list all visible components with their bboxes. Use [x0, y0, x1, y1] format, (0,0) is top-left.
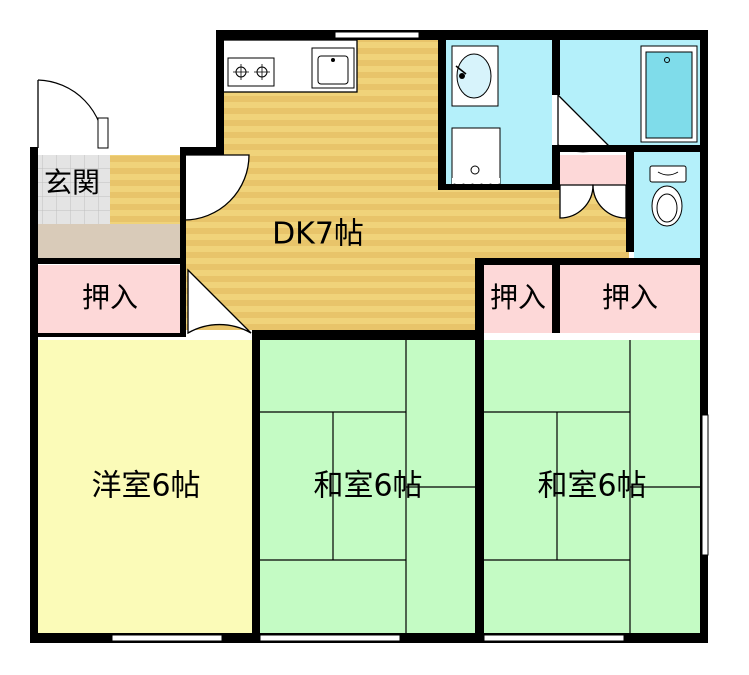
- label-youshitsu: 洋室6帖: [91, 469, 200, 504]
- oshiire-left-floor: [38, 265, 180, 333]
- label-washitsu-1: 和室6帖: [313, 469, 422, 504]
- genkan-floor: [38, 155, 110, 225]
- dk-door-top: [183, 154, 250, 221]
- closet-floor: [560, 155, 626, 185]
- bathtub-icon: [640, 45, 698, 143]
- label-genkan: 玄関: [44, 166, 100, 199]
- windows: [30, 31, 709, 643]
- entry-door: [37, 79, 109, 149]
- label-dk: DK7帖: [272, 217, 364, 252]
- closet-doors: [559, 184, 627, 219]
- label-oshiire-right: 押入: [602, 281, 658, 314]
- dk-door-bottom: [187, 268, 252, 335]
- washing-machine-space: [451, 127, 501, 185]
- kitchen-counter: [222, 39, 358, 93]
- youshitsu-floor: [38, 340, 252, 633]
- label-washitsu-2: 和室6帖: [537, 469, 646, 504]
- washbasin-icon: [451, 45, 499, 107]
- entry-step: [38, 224, 184, 258]
- genkan-hall-floor: [108, 155, 186, 225]
- toilet-icon: [649, 165, 687, 227]
- oshiire-mid-floor: [482, 265, 552, 333]
- label-oshiire-left: 押入: [82, 281, 138, 314]
- tatami-lines-2: [484, 340, 700, 633]
- tatami-lines-1: [260, 340, 475, 633]
- stove-icon: [227, 57, 275, 87]
- sink-icon: [311, 47, 355, 89]
- label-oshiire-mid: 押入: [490, 281, 546, 314]
- oshiire-right-floor: [560, 265, 700, 333]
